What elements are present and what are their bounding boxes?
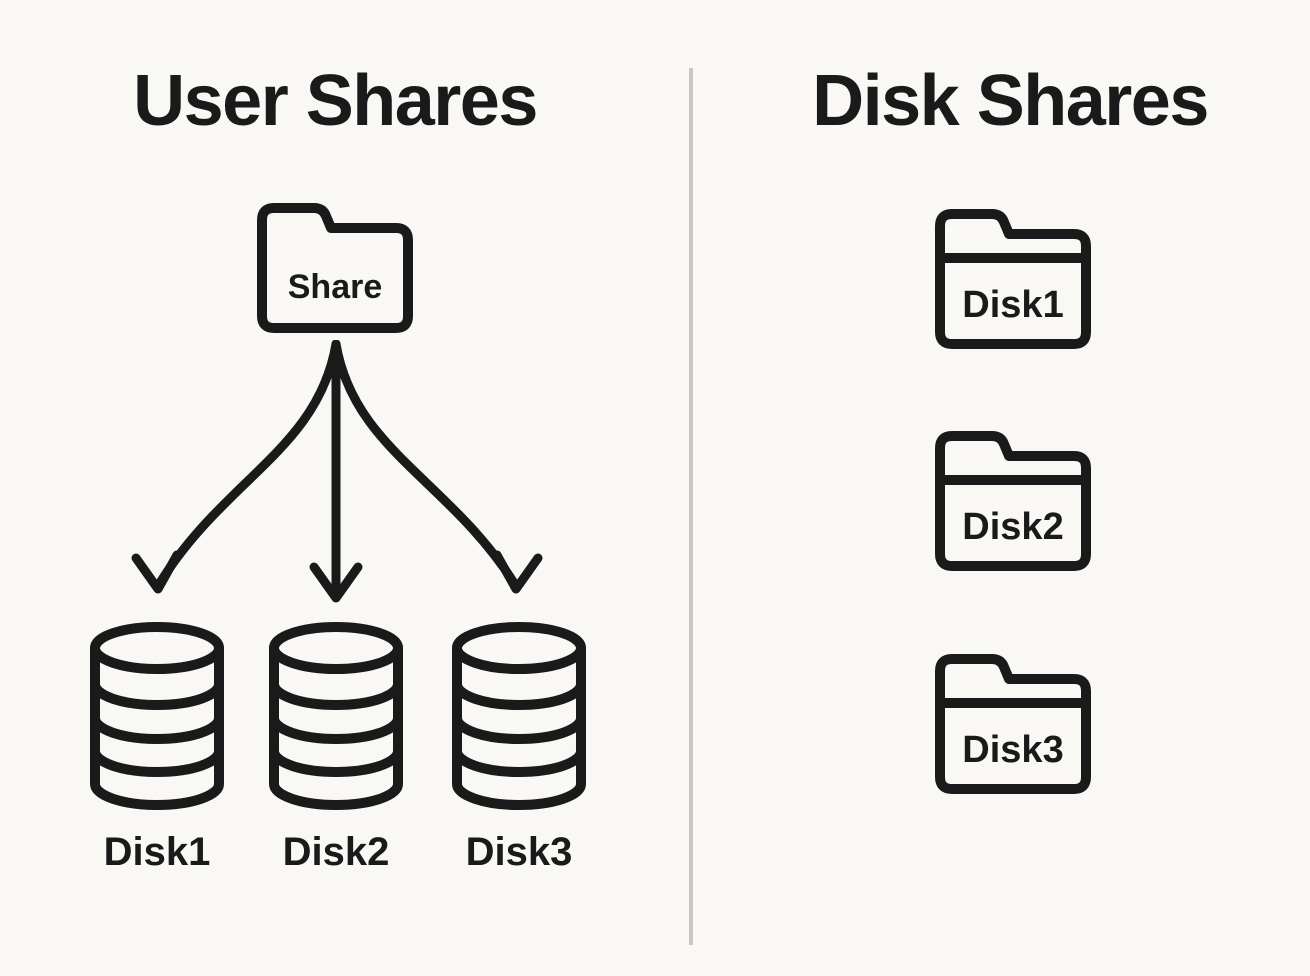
disk-share-folder-2: Disk2	[928, 420, 1098, 580]
disk-share-folder-1: Disk1	[928, 198, 1098, 358]
user-shares-title: User Shares	[133, 61, 538, 141]
disk3-label: Disk3	[465, 830, 573, 874]
share-folder-label: Share	[287, 268, 383, 306]
database-cylinder-icon	[269, 622, 403, 810]
disk2-label: Disk2	[282, 830, 390, 874]
arrowhead-disk2	[309, 562, 363, 603]
disk3-group: Disk3	[446, 618, 592, 875]
arrowhead-disk3	[492, 550, 543, 594]
disk-shares-title: Disk Shares	[812, 61, 1209, 141]
arrow-to-disk3	[331, 340, 521, 591]
disk-share-folder-3-label: Disk3	[962, 729, 1064, 771]
fan-out-arrows-icon	[131, 340, 543, 603]
panel-divider	[689, 68, 693, 945]
folder-icon	[935, 209, 1091, 349]
folder-icon	[935, 654, 1091, 794]
folder-icon	[935, 431, 1091, 571]
disk-share-folder-3: Disk3	[928, 643, 1098, 803]
database-cylinder-icon	[452, 622, 586, 810]
disk2-group: Disk2	[263, 618, 409, 875]
disk1-group: Disk1	[84, 618, 230, 875]
folder-icon	[257, 203, 413, 333]
arrow-to-disk1	[153, 340, 341, 591]
arrowhead-disk1	[131, 550, 182, 594]
share-folder: Share	[250, 192, 420, 342]
disk1-label: Disk1	[103, 830, 211, 874]
disk-share-folder-1-label: Disk1	[962, 284, 1064, 326]
database-cylinder-icon	[90, 622, 224, 810]
disk-share-folder-2-label: Disk2	[962, 506, 1064, 548]
